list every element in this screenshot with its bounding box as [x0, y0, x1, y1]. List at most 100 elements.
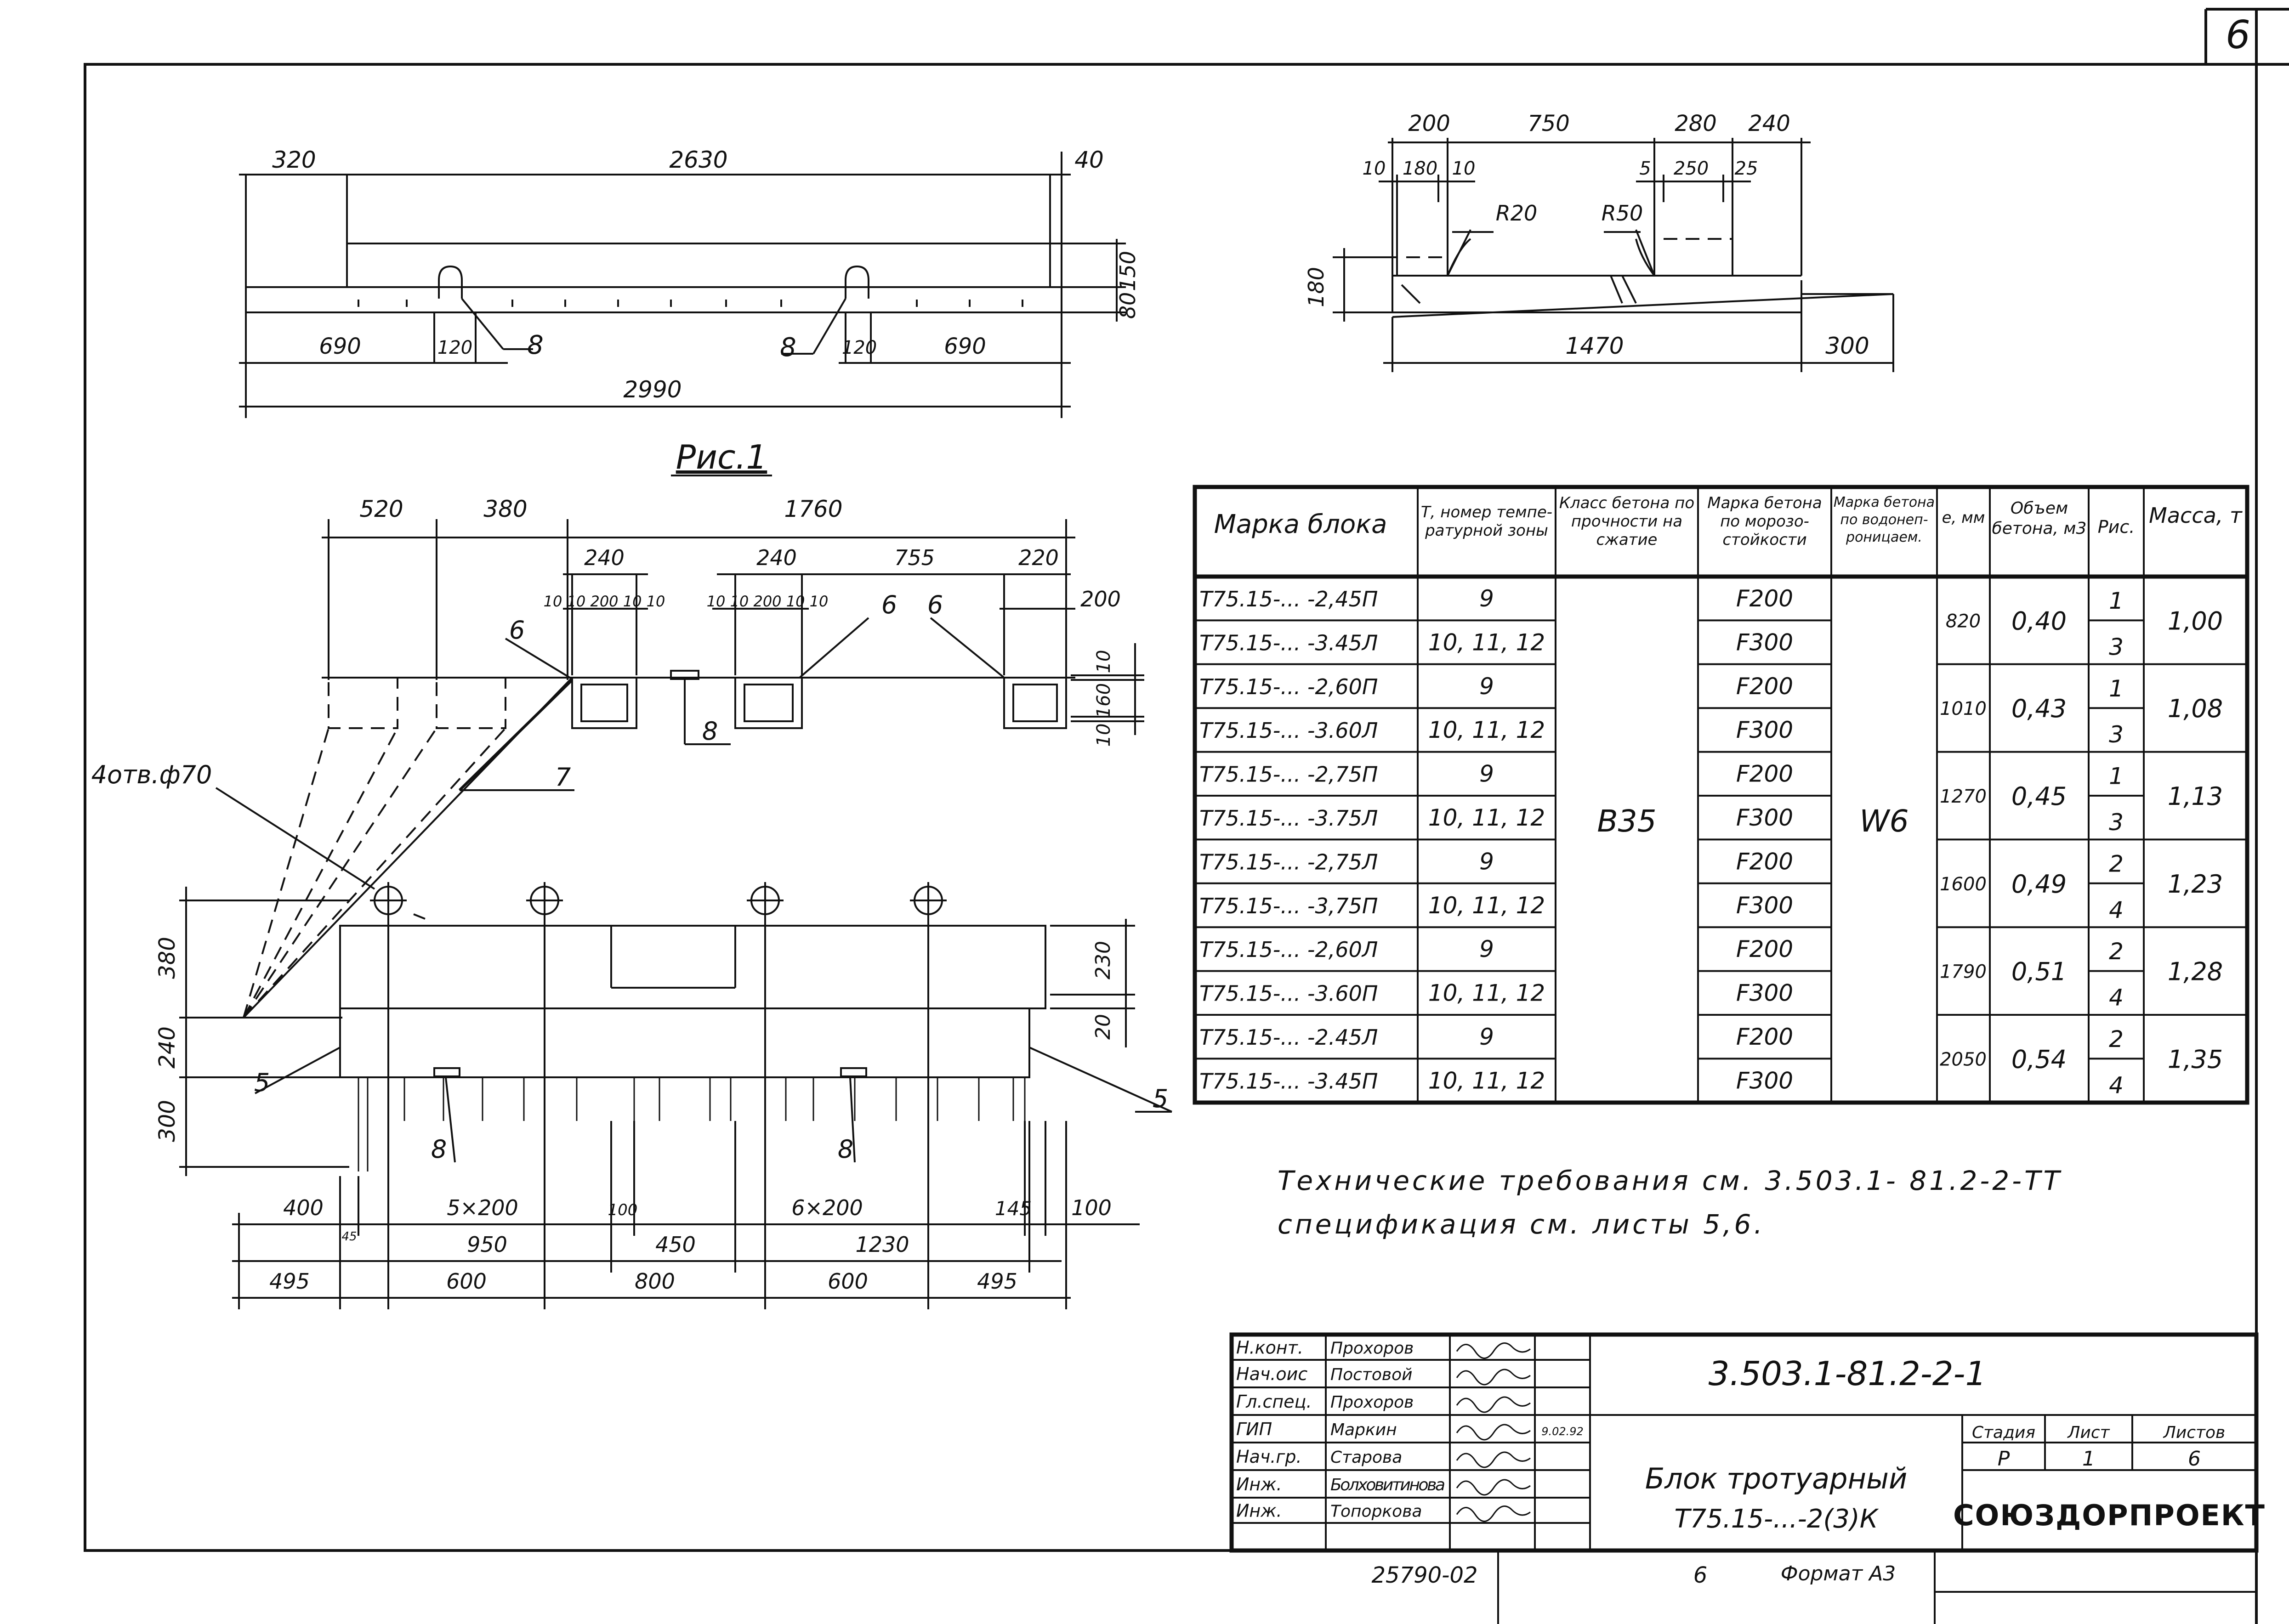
sec-dim-10-a: 10 [1363, 158, 1386, 179]
table-cell-zone: 9 [1479, 585, 1494, 612]
sheet-label: Лист [2067, 1423, 2110, 1442]
sec-radius-50: R50 [1602, 201, 1643, 226]
signature-icon [1456, 1451, 1531, 1468]
plan-dim-600-right: 600 [828, 1269, 868, 1294]
title-person: Маркин [1330, 1420, 1397, 1439]
dim-120-right: 120 [842, 337, 877, 358]
title-person: Топоркова [1330, 1502, 1422, 1521]
th-volume: Объем бетона, м3 [1992, 499, 2087, 538]
plan-dim-240-height: 240 [154, 1026, 180, 1069]
sec-dim-180-height: 180 [1304, 267, 1329, 307]
table-cell-mark: Т75.15-... -3.45П [1199, 1069, 1378, 1093]
th-class: Класс бетона по прочности на сжатие [1559, 494, 1695, 549]
plan-dim-495-right: 495 [977, 1269, 1017, 1294]
sec-dim-280: 280 [1675, 111, 1717, 136]
sec-dim-300: 300 [1825, 333, 1869, 359]
organization-name: СОЮЗДОРПРОЕКТ [1953, 1499, 2266, 1532]
plan-dim-100-right: 100 [1071, 1195, 1112, 1220]
note-tech-requirements: Технические требования см. 3.503.1- 81.2… [1278, 1165, 2062, 1196]
plan-dim-145: 145 [995, 1197, 1032, 1220]
sec-dim-240: 240 [1748, 111, 1790, 136]
table-cell-frost: F300 [1736, 717, 1793, 743]
callout-5-left: 5 [254, 1068, 270, 1097]
callout-8-right: 8 [780, 333, 796, 362]
plan-dim-160: 160 [1093, 683, 1114, 718]
plan-dim-400: 400 [283, 1195, 324, 1220]
table-cell-zone: 9 [1479, 848, 1494, 875]
sec-dim-25: 25 [1735, 158, 1758, 179]
title-person: Болховитинова [1330, 1476, 1445, 1494]
doc-title: Блок тротуарный [1645, 1462, 1908, 1495]
table-cell-e: 820 [1946, 611, 1981, 632]
table-cell-frost: F300 [1736, 892, 1793, 919]
table-cell-mass: 1,28 [2168, 957, 2223, 986]
sheets-label: Листов [2163, 1423, 2225, 1442]
table-cell-zone: 10, 11, 12 [1428, 980, 1545, 1007]
signature-icon [1456, 1424, 1531, 1441]
inventory-number: 25790-02 [1371, 1562, 1477, 1588]
th-e: e, мм [1942, 509, 1985, 527]
sec-dim-750: 750 [1528, 111, 1570, 136]
table-cell-e: 1790 [1940, 962, 1987, 983]
table-cell-mark: Т75.15-... -3.45Л [1199, 630, 1378, 655]
title-role: ГИП [1236, 1419, 1272, 1439]
plan-dim-380: 380 [483, 496, 527, 522]
th-mass: Масса, т [2149, 503, 2242, 528]
callout-6-b: 6 [881, 590, 897, 619]
plan-dim-1760: 1760 [784, 496, 842, 522]
table-cell-zone: 10, 11, 12 [1428, 804, 1545, 831]
title-role: Инж. [1236, 1474, 1282, 1494]
table-cell-e: 2050 [1940, 1049, 1987, 1070]
table-cell-fig: 1 [2109, 675, 2124, 702]
table-cell-zone: 10, 11, 12 [1428, 1067, 1545, 1094]
table-cell-frost: F300 [1736, 804, 1793, 831]
sec-dim-5: 5 [1639, 158, 1651, 179]
signature-icon [1456, 1342, 1531, 1359]
table-cell-mark: Т75.15-... -3,75П [1199, 894, 1378, 918]
title-role: Н.конт. [1236, 1338, 1303, 1358]
table-cell-frost: F300 [1736, 980, 1793, 1007]
plan-view: 520 380 1760 240 240 755 220 10 10 200 1… [91, 496, 1172, 1309]
sheet-number: 6 [2226, 12, 2250, 58]
plan-dim-950: 950 [467, 1232, 507, 1257]
doc-mark: Т75.15-...-2(3)К [1674, 1504, 1879, 1534]
th-zone: Т, номер темпе- ратурной зоны [1420, 503, 1553, 540]
table-cell-fig: 4 [2109, 985, 2124, 1011]
stage-label: Стадия [1972, 1423, 2035, 1442]
table-cell-zone: 9 [1479, 1024, 1494, 1050]
table-cell-mark: Т75.15-... -2,60Л [1199, 937, 1378, 962]
dim-120-left: 120 [437, 337, 472, 358]
footer-page: 6 [1693, 1562, 1708, 1588]
th-water: Марка бетона по водонеп- роницаем. [1833, 494, 1935, 545]
table-cell-volume: 0,40 [2011, 606, 2067, 635]
figure-label: Рис.1 [676, 438, 767, 476]
table-cell-frost: F300 [1736, 629, 1793, 656]
table-cell-zone: 9 [1479, 761, 1494, 787]
signature-icon [1456, 1396, 1531, 1413]
table-cell-zone: 10, 11, 12 [1428, 717, 1545, 743]
table-cell-mass: 1,00 [2168, 606, 2223, 635]
sec-dim-180: 180 [1403, 158, 1437, 179]
dim-80: 80 [1115, 292, 1140, 319]
title-date: 9.02.92 [1541, 1425, 1584, 1438]
callout-8-left-plan: 8 [431, 1135, 447, 1164]
plan-dim-240-a: 240 [584, 545, 625, 570]
table-cell-mark: Т75.15-... -2,75П [1199, 762, 1378, 787]
table-cell-mass: 1,08 [2168, 694, 2223, 723]
table-cell-volume: 0,45 [2011, 782, 2067, 811]
dim-2990: 2990 [623, 376, 682, 403]
dim-150: 150 [1115, 251, 1140, 291]
water-grade: W6 [1859, 804, 1908, 839]
table-cell-e: 1270 [1940, 786, 1987, 807]
plan-dim-5x200: 5×200 [447, 1195, 518, 1220]
table-cell-frost: F200 [1736, 848, 1793, 875]
plan-dim-small-b: 10 10 200 10 10 [707, 593, 829, 610]
holes-callout: 4отв.ф70 [91, 760, 212, 789]
title-person: Прохоров [1330, 1339, 1414, 1358]
table-cell-volume: 0,49 [2011, 870, 2067, 899]
table-cell-fig: 4 [2109, 1072, 2124, 1098]
plan-dim-10-a: 10 [1093, 650, 1114, 673]
